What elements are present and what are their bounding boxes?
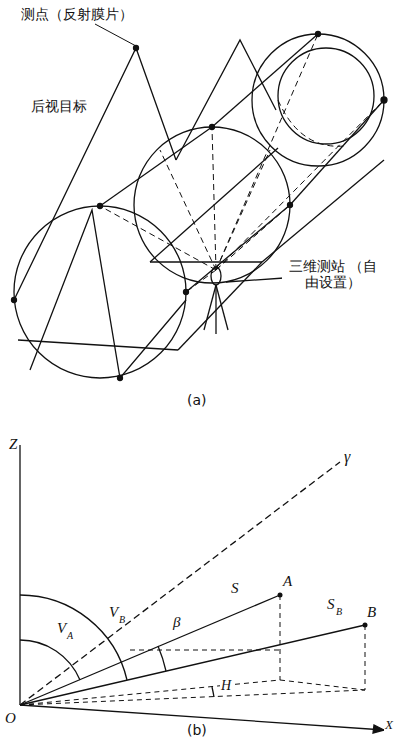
subscript: B — [118, 614, 126, 626]
angle-label: V — [56, 620, 67, 637]
callout-label: 三维测站 （自由设置） — [282, 258, 384, 290]
angle-label: β — [172, 614, 181, 631]
angle-label: H — [220, 678, 232, 694]
axis-label: γ — [343, 448, 351, 466]
origin-label: O — [4, 710, 17, 727]
point-label: A — [282, 573, 293, 590]
tunnel-figure — [12, 24, 388, 381]
figure-tag: (b) — [186, 722, 208, 738]
coordinate-figure — [20, 445, 384, 733]
point-label: B — [366, 604, 377, 621]
subscript: A — [66, 630, 74, 642]
angle-label: V — [108, 604, 119, 621]
callout-label: 测点（反射膜片） — [20, 6, 134, 22]
axis-label: X — [384, 718, 394, 733]
distance-label: S — [230, 580, 240, 597]
callout-label: 后视目标 — [30, 98, 88, 114]
figure-tag: (a) — [186, 392, 208, 408]
distance-label: S — [326, 596, 336, 613]
subscript: B — [335, 606, 343, 618]
axis-label: Z — [8, 436, 18, 453]
